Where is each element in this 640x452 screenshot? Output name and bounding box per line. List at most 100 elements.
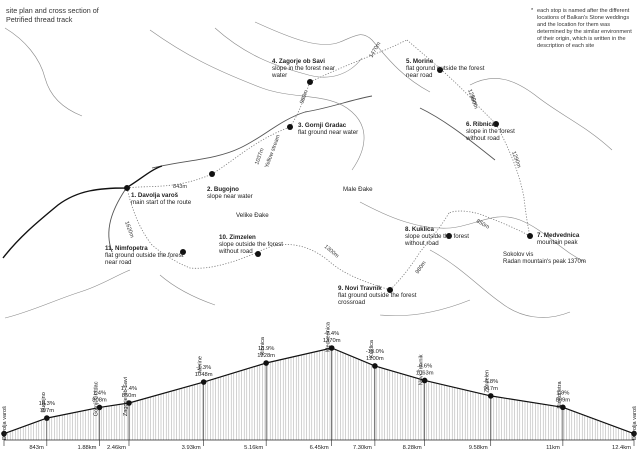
contour-line bbox=[4, 27, 83, 117]
contour-line bbox=[214, 27, 363, 78]
station-distance: 3.93km bbox=[182, 445, 201, 451]
station-marker bbox=[44, 415, 50, 421]
stop-marker[interactable] bbox=[307, 79, 313, 85]
station-distance: 12.4km bbox=[612, 445, 631, 451]
terrain-lines bbox=[4, 21, 613, 319]
route-segment bbox=[309, 39, 408, 83]
cross-section: Davolja varošBugojno10.3%707m843mGornji … bbox=[1, 321, 638, 451]
station-name: Nimfopetra bbox=[557, 380, 563, 408]
station-grade: -13.0% bbox=[366, 349, 384, 355]
station-marker bbox=[96, 404, 103, 411]
stop-label-gornji-gradac[interactable]: 3. Gornji Gradac flat ground near water bbox=[298, 122, 359, 137]
stop-marker[interactable] bbox=[255, 251, 261, 257]
station-grade: 10.3% bbox=[39, 401, 55, 407]
segment-label: 1230m bbox=[466, 89, 478, 107]
station-name: Bugojno bbox=[41, 392, 47, 413]
stop-label-zimzelen[interactable]: 10. Zimzelen slope outside the forest wi… bbox=[219, 234, 283, 256]
segment-label: 980m bbox=[415, 260, 428, 275]
stop-label-morine[interactable]: 5. Morine flat gorund outside the forest… bbox=[406, 58, 485, 80]
contour-line bbox=[359, 201, 586, 263]
station-grade: 1.9% bbox=[556, 390, 569, 396]
road-lines bbox=[108, 95, 496, 253]
stop-marker[interactable] bbox=[446, 233, 452, 239]
station-marker bbox=[421, 377, 428, 384]
segment-label: 1290m bbox=[510, 151, 522, 169]
route-segment bbox=[151, 244, 259, 269]
station-elevation: 917m bbox=[483, 386, 498, 392]
road-line bbox=[151, 111, 306, 169]
stop-label-bugojno[interactable]: 2. Bugojno slope near water bbox=[207, 186, 253, 201]
peak-label: Sokolov vis Radan mountain's peak 1370m bbox=[503, 252, 586, 265]
route-segment bbox=[495, 123, 531, 237]
stop-marker[interactable] bbox=[437, 67, 443, 73]
stop-label-nimfopetra[interactable]: 11. Nimfopetra flat ground outside the f… bbox=[105, 245, 184, 267]
station-marker bbox=[487, 393, 494, 399]
station-name: Zagorje ob Savi bbox=[123, 377, 129, 416]
contour-line bbox=[4, 269, 131, 319]
station-elevation: 809m bbox=[556, 397, 571, 403]
station-grade: 1.4% bbox=[93, 390, 106, 396]
segment-label: 850m bbox=[475, 219, 490, 231]
route-segment bbox=[257, 244, 391, 291]
page-title: site plan and cross section of Petrified… bbox=[6, 6, 99, 24]
station-distance: 6.45km bbox=[310, 445, 329, 451]
stop-label-davolja-varos[interactable]: 1. Davolja varoš main start of the route bbox=[131, 192, 192, 207]
route-path bbox=[126, 39, 531, 291]
station-distance: 843m bbox=[29, 445, 44, 451]
contour-line bbox=[159, 274, 216, 306]
route-segment bbox=[406, 39, 497, 125]
station-grade: -7.4% bbox=[324, 331, 339, 337]
contour-line bbox=[469, 78, 613, 151]
stop-marker[interactable] bbox=[124, 185, 130, 191]
stop-marker[interactable] bbox=[209, 171, 215, 177]
footnote-asterisk: * bbox=[531, 8, 534, 14]
stop-marker[interactable] bbox=[527, 233, 533, 239]
area-label-velike-dake: Velike Ðake bbox=[236, 212, 269, 219]
station-marker bbox=[328, 345, 335, 351]
station-marker bbox=[372, 363, 378, 369]
station-name: Kuklica bbox=[369, 339, 375, 358]
station-name: Medvednica bbox=[326, 321, 332, 352]
route-segment bbox=[211, 126, 291, 175]
stop-label-medvednica[interactable]: 7. Medvednica mountain peak bbox=[537, 232, 580, 247]
footnote: * each stop is named after the different… bbox=[531, 8, 637, 50]
stop-label-kuklica[interactable]: 8. Kuklica slope outside the forest with… bbox=[405, 226, 469, 248]
stop-marker[interactable] bbox=[180, 249, 186, 255]
area-label-male-dake: Male Ðake bbox=[343, 186, 373, 193]
station-marker bbox=[1, 430, 7, 437]
station-distance: 11km bbox=[546, 445, 560, 451]
contour-line bbox=[379, 299, 471, 317]
station-grade: 18.9% bbox=[258, 346, 274, 352]
station-distance: 1.88km bbox=[78, 445, 97, 451]
stop-marker[interactable] bbox=[387, 287, 393, 293]
road-line bbox=[304, 95, 373, 113]
road-line bbox=[419, 107, 496, 161]
route-segment bbox=[126, 173, 213, 189]
station-marker bbox=[200, 379, 207, 385]
station-elevation: 1063m bbox=[416, 370, 434, 376]
station-distance: 7.30km bbox=[353, 445, 372, 451]
segment-label: 1300m bbox=[323, 244, 340, 260]
stop-marker[interactable] bbox=[493, 121, 499, 127]
contour-line bbox=[254, 21, 431, 93]
station-distance: 2.46km bbox=[107, 445, 126, 451]
station-elevation: 1048m bbox=[195, 372, 213, 378]
road-line bbox=[108, 189, 126, 253]
stop-marker[interactable] bbox=[287, 124, 293, 130]
stop-label-zagorje-ob-savi[interactable]: 4. Zagorje ob Savi slope in the forest n… bbox=[272, 58, 335, 80]
station-name: Zimzelen bbox=[485, 370, 491, 393]
station-grade: -6.8% bbox=[483, 379, 498, 385]
station-name: Morine bbox=[198, 356, 204, 373]
station-elevation: 808m bbox=[92, 397, 107, 403]
station-name: Davolja varoš bbox=[632, 406, 638, 440]
station-distance: 5.16km bbox=[244, 445, 263, 451]
stop-label-novi-travnik[interactable]: 9. Novi Travnik flat ground outside the … bbox=[338, 285, 417, 307]
route-segment bbox=[126, 187, 153, 246]
stop-label-ribnica[interactable]: 6. Ribnica slope in the forest without r… bbox=[466, 121, 515, 143]
station-marker bbox=[126, 400, 132, 406]
route-segment bbox=[448, 210, 531, 237]
segment-label: 980m bbox=[468, 95, 479, 111]
station-distance: 8.28km bbox=[403, 445, 422, 451]
